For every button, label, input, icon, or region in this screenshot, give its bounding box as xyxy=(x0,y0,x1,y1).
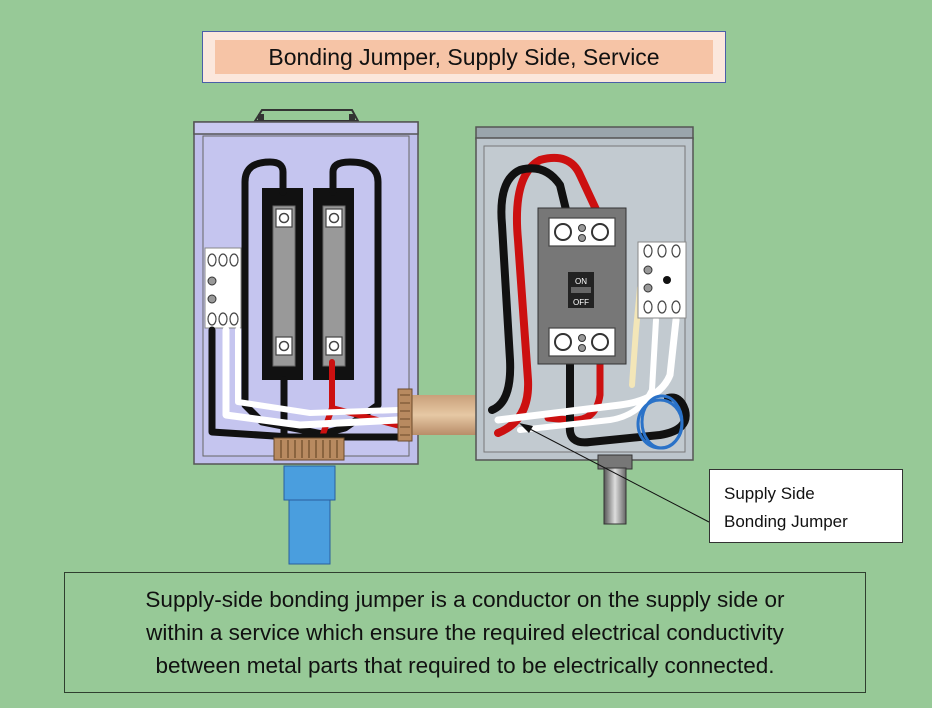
meter-wiring xyxy=(208,158,404,444)
meter-socket-jaws xyxy=(262,188,354,380)
description-line-1: Supply-side bonding jumper is a conducto… xyxy=(145,587,785,612)
breaker-on-label: ON xyxy=(575,277,587,286)
meter-neutral-bar xyxy=(204,247,242,329)
bonding-jumper-coil xyxy=(636,394,684,450)
disconnect-neutral-bar xyxy=(637,241,687,319)
disconnect-wiring xyxy=(488,153,690,447)
ground-rod xyxy=(597,454,633,525)
description-line-2: within a service which ensure the requir… xyxy=(146,620,784,645)
main-breaker: ON OFF xyxy=(537,207,627,365)
callout-label: Supply Side Bonding Jumper xyxy=(709,469,903,543)
meter-conduit xyxy=(273,437,345,565)
callout-line-1: Supply Side xyxy=(724,484,815,503)
callout-line-2: Bonding Jumper xyxy=(724,512,848,531)
description-line-3: between metal parts that required to be … xyxy=(155,653,775,678)
breaker-off-label: OFF xyxy=(573,298,589,307)
title-box: Bonding Jumper, Supply Side, Service xyxy=(202,31,726,83)
diagram-title: Bonding Jumper, Supply Side, Service xyxy=(215,40,713,74)
description-box: Supply-side bonding jumper is a conducto… xyxy=(64,572,866,693)
callout-leader xyxy=(519,423,710,523)
